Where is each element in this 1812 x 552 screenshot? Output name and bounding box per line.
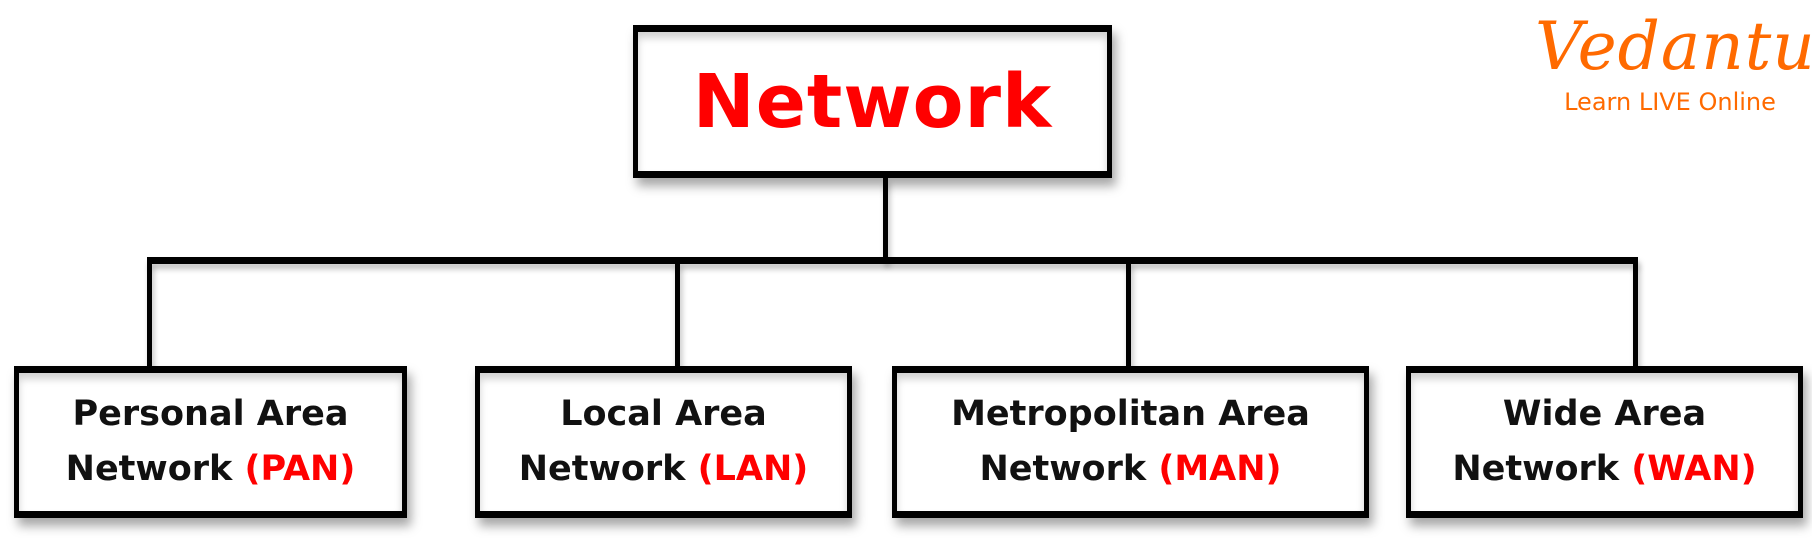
connector-lan [675, 262, 680, 366]
node-abbr: (LAN) [697, 449, 809, 489]
node-wan: Wide Area Network (WAN) [1406, 366, 1803, 518]
node-label-line1: Local Area [560, 394, 767, 434]
node-pan: Personal Area Network (PAN) [14, 366, 407, 518]
node-label-line2: Network [65, 449, 233, 489]
logo-brand: Vedantu [1535, 8, 1812, 85]
node-man: Metropolitan Area Network (MAN) [892, 366, 1369, 518]
node-abbr: (MAN) [1158, 449, 1282, 489]
node-label-line1: Wide Area [1502, 394, 1707, 434]
node-label-line2: Network [1452, 449, 1620, 489]
node-label-line1: Metropolitan Area [951, 394, 1310, 434]
node-label-line1: Personal Area [72, 394, 349, 434]
logo-tagline: Learn LIVE Online [1564, 88, 1776, 116]
connector-root-stem [883, 178, 888, 262]
connector-horizontal-bus [147, 257, 1638, 264]
root-node-network: Network [633, 25, 1112, 178]
node-label-line2: Network [979, 449, 1147, 489]
vedantu-logo: Vedantu Learn LIVE Online [1535, 8, 1812, 123]
node-label-line2: Network [518, 449, 686, 489]
connector-man [1126, 262, 1131, 366]
connector-pan [147, 262, 152, 366]
connector-wan [1633, 262, 1638, 366]
node-abbr: (PAN) [244, 449, 356, 489]
node-lan: Local Area Network (LAN) [475, 366, 852, 518]
root-node-label: Network [692, 58, 1053, 145]
node-abbr: (WAN) [1631, 449, 1757, 489]
